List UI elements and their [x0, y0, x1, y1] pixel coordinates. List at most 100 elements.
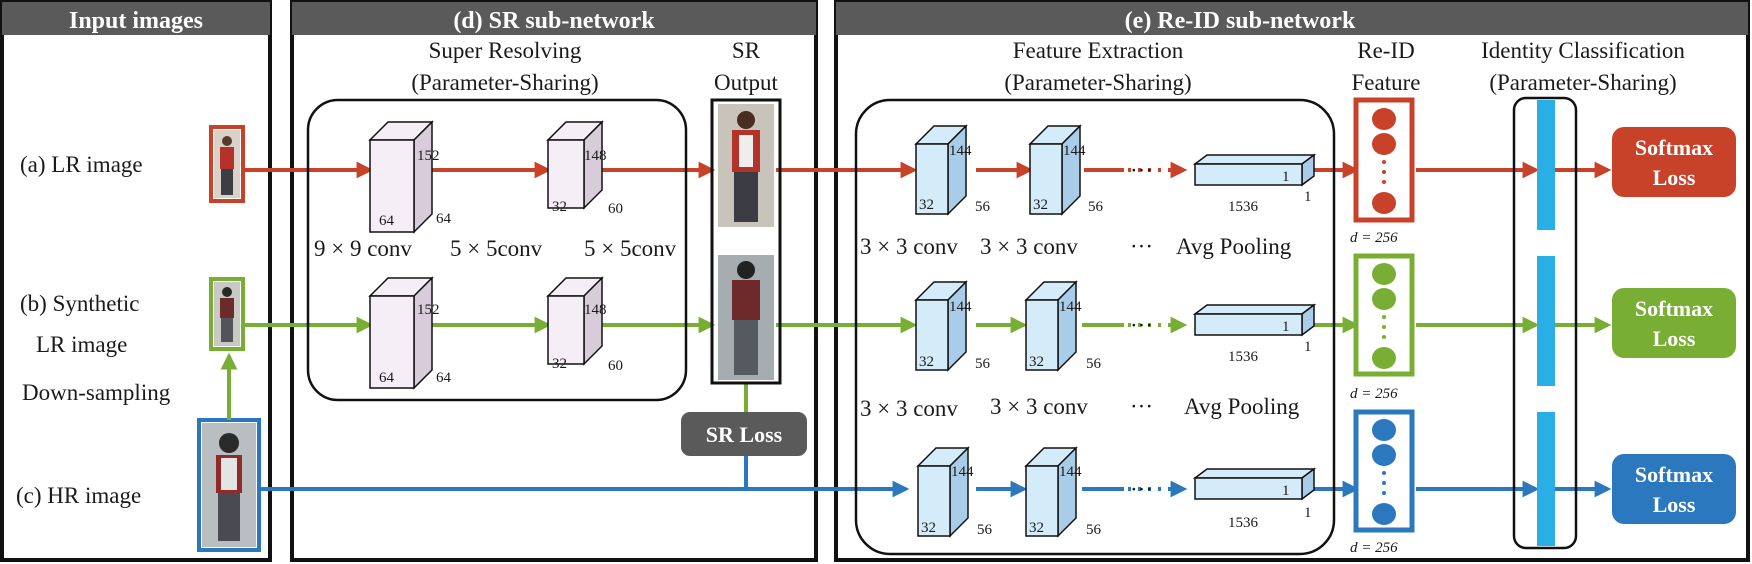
ellipsis-label-1: ··· [1130, 234, 1153, 259]
softmax-label-line1: Softmax [1635, 296, 1713, 321]
cube-height-label: 56 [975, 199, 991, 215]
pool-height-label: 1 [1304, 505, 1312, 521]
sr-conv-cube-148-row2: 148 32 60 [546, 276, 623, 374]
reid-feature-vector-green [1353, 253, 1415, 377]
sr-output-box [710, 98, 782, 385]
reid-conv-cube-row2-b: 144 32 56 [1024, 280, 1102, 372]
cube-depth-label: 152 [417, 302, 440, 318]
identity-classification-title: Identity Classification [1481, 38, 1685, 63]
sr-loss-label: SR Loss [706, 422, 783, 447]
softmax-loss-green: Softmax Loss [1612, 288, 1736, 358]
cube-depth-label: 152 [417, 148, 440, 164]
classifier-bar-3 [1537, 412, 1555, 546]
cube-height-label: 64 [436, 370, 452, 386]
softmax-loss-blue: Softmax Loss [1612, 454, 1736, 524]
identity-classifier-box [1512, 96, 1578, 550]
sr-conv-label-1: 9 × 9 conv [314, 236, 412, 261]
pool-length-label: 1536 [1228, 515, 1259, 531]
input-panel-title: Input images [69, 8, 203, 34]
cube-depth-label: 144 [1059, 299, 1082, 315]
reid-conv-cube-row2-a: 144 32 56 [914, 280, 991, 372]
synthetic-label-line1: (b) Synthetic [20, 291, 139, 316]
reid-feature-vector-blue [1353, 409, 1415, 533]
softmax-label-line2: Loss [1653, 326, 1696, 351]
down-sampling-label: Down-sampling [22, 380, 171, 405]
cube-width-label: 32 [1033, 197, 1048, 213]
super-resolving-box [306, 98, 688, 402]
reid-feature-subtitle: Feature [1352, 70, 1421, 95]
reid-conv-cube-row1-b: 144 32 56 [1028, 124, 1104, 216]
cube-height-label: 60 [608, 201, 623, 217]
reid-conv-cube-row3-a: 144 32 56 [916, 446, 993, 538]
sr-panel: (d) SR sub-network [290, 0, 818, 562]
ellipsis-label-2: ··· [1130, 394, 1153, 419]
identity-classification-subtitle: (Parameter-Sharing) [1489, 70, 1676, 95]
input-panel-header [2, 2, 270, 35]
cube-width-label: 32 [919, 354, 934, 370]
pool-height-label: 1 [1304, 339, 1312, 355]
reid-conv-label-2a: 3 × 3 conv [860, 396, 958, 421]
cube-height-label: 56 [1088, 199, 1104, 215]
synthetic-lr-image-thumbnail [209, 277, 245, 351]
hr-image-label: (c) HR image [16, 483, 141, 508]
cube-width-label: 32 [552, 199, 567, 215]
sr-conv-cube-148-row1: 148 32 60 [546, 120, 623, 217]
reid-conv-cube-row3-b: 144 32 56 [1024, 446, 1102, 538]
sr-panel-header [292, 2, 816, 35]
reid-conv-label-2b: 3 × 3 conv [990, 394, 1088, 419]
feature-dim-label-green: d = 256 [1350, 386, 1398, 402]
softmax-label-line1: Softmax [1635, 462, 1713, 487]
avg-pooling-label-2: Avg Pooling [1184, 394, 1300, 419]
reid-conv-cube-row1-a: 144 32 56 [914, 124, 991, 216]
cube-width-label: 32 [1029, 520, 1044, 536]
pool-height-label: 1 [1304, 189, 1312, 205]
super-resolving-subtitle: (Parameter-Sharing) [411, 70, 598, 95]
sr-conv-cube-152-row1: 152 64 64 [368, 120, 452, 234]
cube-height-label: 56 [975, 356, 991, 372]
super-resolving-title: Super Resolving [429, 38, 582, 63]
pool-channel-label: 1 [1282, 483, 1290, 499]
cube-depth-label: 148 [584, 302, 607, 318]
hr-image-thumbnail [197, 418, 261, 552]
reid-pool-bar-row3: 1 1536 1 [1192, 467, 1317, 531]
pool-length-label: 1536 [1228, 349, 1259, 365]
cube-depth-label: 144 [1059, 464, 1082, 480]
cube-depth-label: 144 [1063, 143, 1086, 159]
softmax-label-line2: Loss [1653, 165, 1696, 190]
cube-depth-label: 144 [949, 143, 972, 159]
ellipsis-row1: ··· [1130, 158, 1153, 183]
cube-height-label: 56 [1086, 522, 1102, 538]
feature-extraction-title: Feature Extraction [1013, 38, 1184, 63]
reid-pool-bar-row1: 1 1536 1 [1192, 153, 1317, 215]
cube-height-label: 64 [436, 211, 452, 227]
sr-loss-button: SR Loss [681, 412, 807, 456]
cube-height-label: 56 [1086, 356, 1102, 372]
cube-width-label: 64 [379, 213, 395, 229]
lr-image-label: (a) LR image [20, 152, 143, 177]
sr-output-title: SR [732, 38, 761, 63]
cube-height-label: 56 [977, 522, 993, 538]
softmax-label-line2: Loss [1653, 492, 1696, 517]
pool-channel-label: 1 [1282, 319, 1290, 335]
cube-depth-label: 144 [951, 464, 974, 480]
reid-feature-vector-red [1353, 97, 1415, 223]
feature-extraction-subtitle: (Parameter-Sharing) [1004, 70, 1191, 95]
cube-width-label: 32 [919, 197, 934, 213]
reid-conv-label-1b: 3 × 3 conv [980, 234, 1078, 259]
feature-extraction-box [854, 98, 1336, 556]
sr-conv-label-2: 5 × 5conv [450, 236, 543, 261]
reid-panel-header [836, 2, 1748, 35]
sr-conv-label-3: 5 × 5conv [584, 236, 677, 261]
ellipsis-row3: ··· [1130, 477, 1153, 502]
reid-panel: (e) Re-ID sub-network [834, 0, 1750, 562]
input-panel: Input images [0, 0, 272, 562]
reid-feature-title: Re-ID [1357, 38, 1414, 63]
avg-pooling-label-1: Avg Pooling [1176, 234, 1292, 259]
cube-width-label: 64 [379, 370, 395, 386]
reid-pool-bar-row2: 1 1536 1 [1192, 303, 1317, 365]
cube-depth-label: 144 [949, 299, 972, 315]
lr-image-thumbnail [209, 125, 245, 203]
reid-conv-label-1a: 3 × 3 conv [860, 234, 958, 259]
classifier-bar-2 [1537, 256, 1555, 386]
